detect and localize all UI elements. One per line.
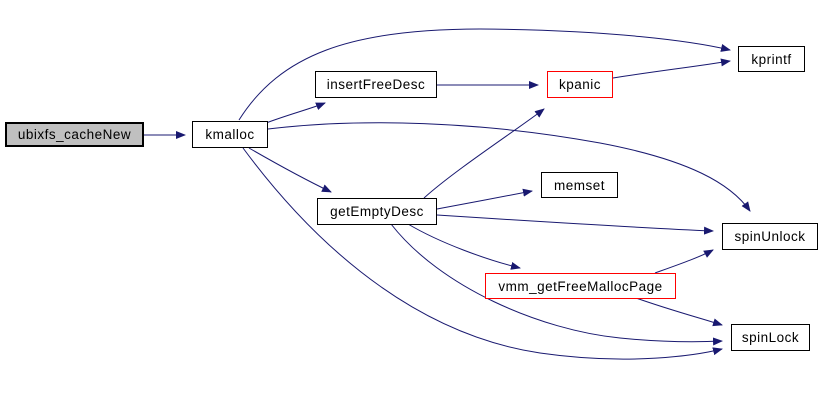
node-ubixfs-cachenew: ubixfs_cacheNew (5, 122, 144, 147)
node-kprintf[interactable]: kprintf (738, 46, 805, 72)
node-getemptydesc[interactable]: getEmptyDesc (317, 198, 437, 225)
edge-getEmptyDesc-to-memset (436, 188, 533, 210)
edge-kmalloc-to-spinLock (242, 147, 723, 360)
edge-vmm_getFreeMallocPage-to-spinLock (635, 297, 723, 327)
edge-getEmptyDesc-to-vmm_getFreeMallocPage (407, 223, 521, 270)
node-kpanic[interactable]: kpanic (547, 71, 613, 98)
node-spinunlock[interactable]: spinUnlock (722, 223, 818, 250)
edge-kpanic-to-kprintf (612, 58, 731, 79)
node-kmalloc[interactable]: kmalloc (192, 121, 268, 148)
edge-getEmptyDesc-to-spinLock (390, 223, 723, 346)
node-spinlock[interactable]: spinLock (731, 324, 810, 351)
edge-kmalloc-to-insertFreeDesc (265, 102, 326, 124)
edge-vmm_getFreeMallocPage-to-spinUnlock (654, 249, 714, 274)
edge-kmalloc-to-getEmptyDesc (248, 147, 332, 193)
edge-getEmptyDesc-to-kpanic (423, 108, 545, 199)
node-vmm-getfreemallocpage[interactable]: vmm_getFreeMallocPage (485, 273, 676, 299)
node-memset[interactable]: memset (541, 172, 618, 198)
node-insertfreedesc[interactable]: insertFreeDesc (315, 71, 437, 98)
edge-getEmptyDesc-to-spinUnlock (436, 214, 714, 235)
edge-kmalloc-to-kprintf (238, 28, 731, 121)
edge-kmalloc-to-spinUnlock (267, 122, 751, 212)
